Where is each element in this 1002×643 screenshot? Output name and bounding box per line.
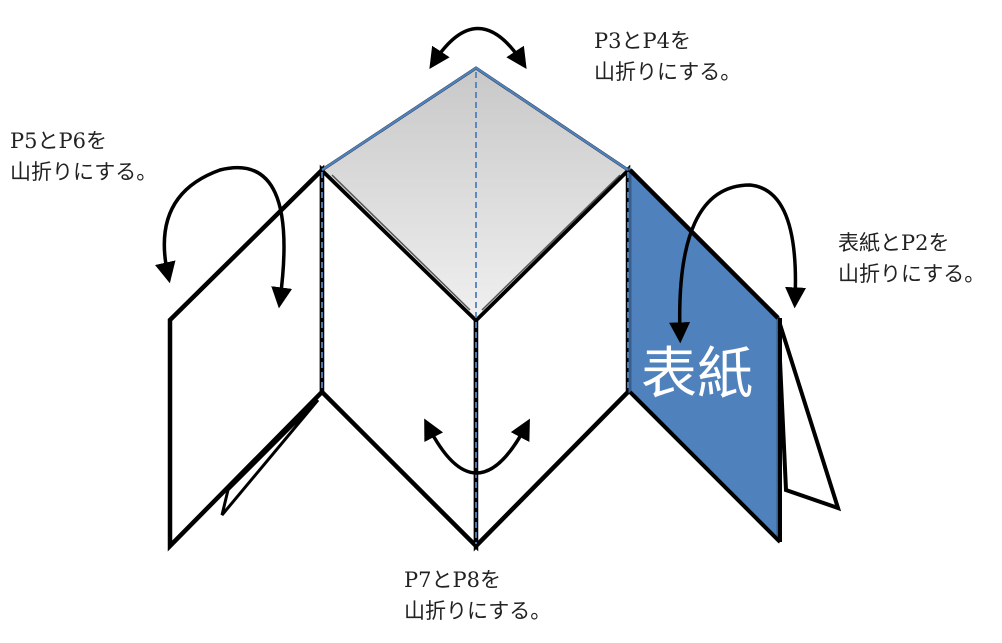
diamond-inner-fold-left (331, 174, 471, 311)
label-p7-p8-line2: 山折りにする。 (404, 599, 552, 623)
arrow-fold-cover-p2 (669, 183, 807, 344)
label-p3-p4-line1: P3とP4を (594, 29, 691, 53)
label-cover-p2-line2: 山折りにする。 (838, 262, 986, 286)
label-p7-p8: P7とP8を 山折りにする。 (404, 565, 551, 627)
label-cover-p2-line1: 表紙とP2を (838, 231, 950, 255)
cover-bottom-edge (628, 390, 782, 544)
arrow-fold-p3-p4 (429, 26, 527, 70)
arrow-fold-p5-p6 (154, 165, 293, 309)
label-p3-p4-line2: 山折りにする。 (594, 60, 742, 84)
inner-flap (220, 398, 320, 516)
diamond-inner-fold-right (481, 174, 621, 311)
label-p5-p6-line2: 山折りにする。 (10, 160, 158, 184)
label-cover-p2: 表紙とP2を 山折りにする。 (838, 228, 985, 290)
label-p5-p6: P5とP6を 山折りにする。 (10, 126, 157, 188)
cover-title: 表紙 (641, 342, 753, 407)
label-p5-p6-line1: P5とP6を (10, 129, 107, 153)
arrow-fold-p7-p8 (424, 418, 530, 475)
back-sheet (776, 317, 842, 512)
label-p7-p8-line1: P7とP8を (404, 568, 501, 592)
page-p5-p6-panel (167, 164, 325, 552)
label-p3-p4: P3とP4を 山折りにする。 (594, 26, 741, 88)
